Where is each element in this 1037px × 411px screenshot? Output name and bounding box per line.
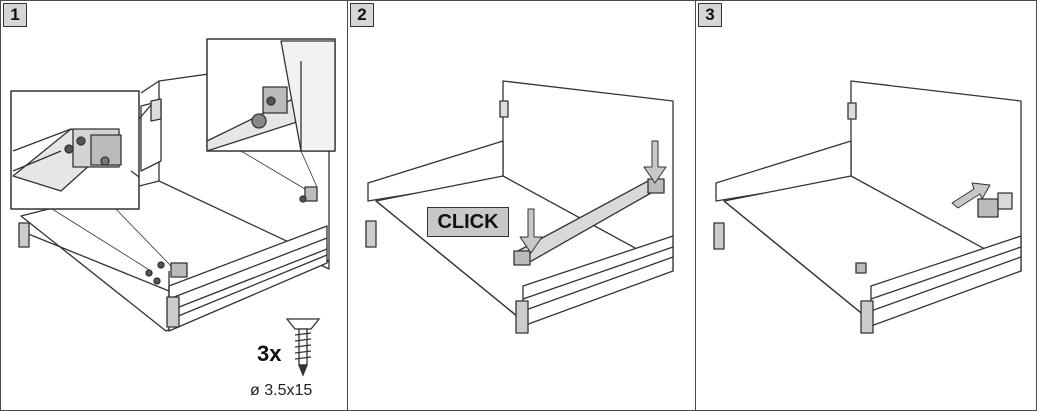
screw-icon — [285, 318, 321, 377]
fixing-bracket — [170, 262, 188, 278]
step-3-drawing — [713, 80, 1022, 334]
side-bracket — [977, 198, 999, 218]
step-number-1: 1 — [3, 3, 27, 27]
step-2-panel: 2 CLICK — [348, 1, 696, 410]
right-runner — [166, 296, 180, 328]
step-2-drawing — [365, 80, 674, 334]
step-number-2: 2 — [350, 3, 374, 27]
screw-specification: ø 3.5x15 — [250, 382, 313, 399]
screw-quantity: 3x — [257, 341, 282, 366]
step-1-drawing — [10, 38, 336, 377]
back-panel-edge — [140, 80, 160, 94]
front-edge — [20, 230, 170, 292]
front-bracket — [855, 262, 867, 274]
bar-clip-front — [513, 250, 531, 266]
push-arrow-rear — [643, 140, 667, 184]
side-bracket-detail — [997, 192, 1013, 210]
left-runner — [365, 220, 377, 248]
right-runner — [860, 300, 874, 334]
step-3-panel: 3 — [696, 1, 1037, 410]
rear-bracket — [304, 186, 318, 202]
left-rail-top — [150, 98, 162, 122]
slide-arrow — [951, 182, 991, 209]
step-1-panel: 1 3x ø 3.5x15 — [1, 1, 348, 410]
left-runner — [18, 222, 30, 248]
step-number-3: 3 — [698, 3, 722, 27]
push-arrow-front — [519, 208, 543, 254]
click-callout: CLICK — [427, 207, 509, 237]
right-runner — [515, 300, 529, 334]
left-runner — [713, 222, 725, 250]
